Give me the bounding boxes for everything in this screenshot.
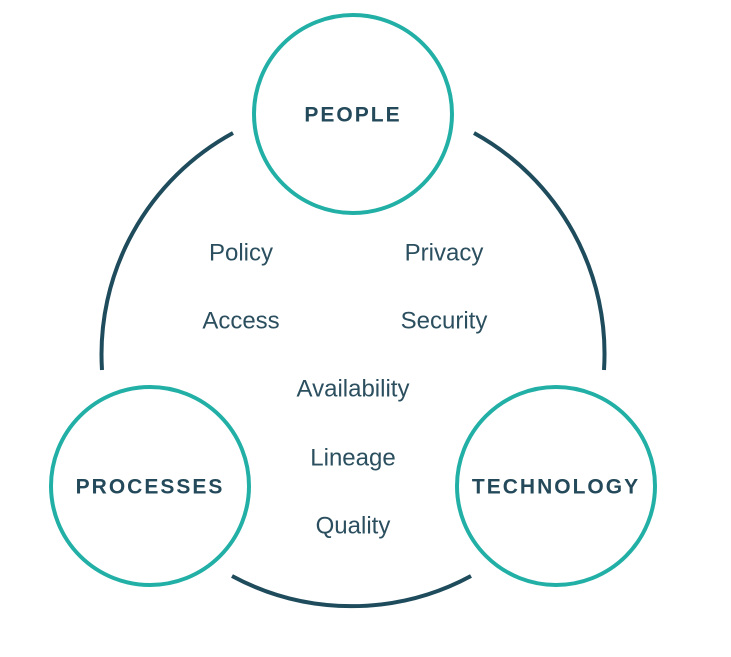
term-privacy: Privacy bbox=[405, 239, 484, 266]
term-access: Access bbox=[202, 307, 279, 334]
arc-processes-technology bbox=[231, 574, 472, 609]
term-quality: Quality bbox=[316, 512, 391, 539]
people-circle bbox=[252, 13, 454, 215]
technology-circle bbox=[455, 385, 657, 587]
arc-people-processes bbox=[99, 131, 234, 371]
people-label: PEOPLE bbox=[304, 104, 401, 127]
term-policy: Policy bbox=[209, 239, 273, 266]
term-availability: Availability bbox=[297, 375, 410, 402]
term-security: Security bbox=[401, 307, 488, 334]
processes-label: PROCESSES bbox=[76, 476, 225, 499]
technology-label: TECHNOLOGY bbox=[472, 476, 640, 499]
arc-people-technology bbox=[473, 131, 607, 371]
processes-circle bbox=[49, 385, 251, 587]
term-lineage: Lineage bbox=[310, 444, 395, 471]
